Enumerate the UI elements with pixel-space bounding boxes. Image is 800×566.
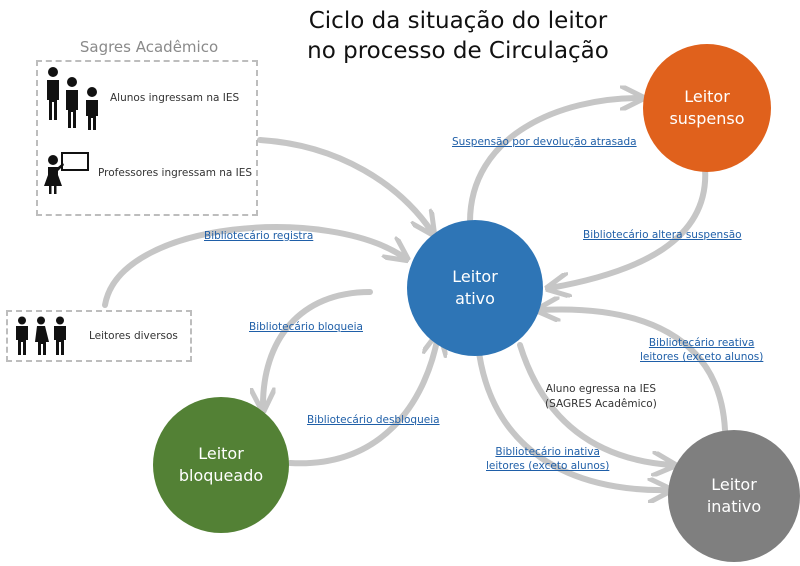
arrow-bloqueado-to-ativo [287, 336, 438, 467]
students-icon [47, 67, 98, 130]
node-leitor-suspenso[interactable]: Leitor suspenso [643, 44, 771, 172]
arrow-ativo-to-inativo-inner [517, 342, 672, 465]
node-leitor-ativo[interactable]: Leitor ativo [407, 220, 543, 356]
link-inativa[interactable]: Bibliotecário inativa leitores (exceto a… [486, 445, 609, 473]
node-ativo-line-1: Leitor [452, 267, 498, 286]
node-ativo-line-2: ativo [455, 289, 495, 308]
note-aluno-egressa: Aluno egressa na IES (SAGRES Acadêmico) [545, 382, 657, 412]
link-reativa[interactable]: Bibliotecário reativa leitores (exceto a… [640, 336, 763, 364]
link-inativa-line-1: Bibliotecário inativa [495, 446, 600, 458]
arrow-ativo-to-suspenso [467, 98, 640, 225]
node-suspenso-line-2: suspenso [669, 109, 745, 128]
arrow-readers-to-ativo [102, 224, 405, 308]
node-leitor-inativo[interactable]: Leitor inativo [668, 430, 800, 562]
professors-label: Professores ingressam na IES [98, 167, 253, 179]
node-bloqueado-line-2: bloqueado [178, 466, 264, 485]
link-reativa-line-2: leitores (exceto alunos) [640, 351, 764, 363]
link-inativa-line-2: leitores (exceto alunos) [486, 460, 610, 472]
link-suspensao-devolucao[interactable]: Suspensão por devolução atrasada [452, 136, 637, 148]
sagres-box [36, 60, 258, 216]
title-line-1: Ciclo da situação do leitor [308, 8, 608, 34]
arrow-ativo-to-bloqueado [263, 289, 373, 408]
link-reativa-line-1: Bibliotecário reativa [648, 337, 755, 349]
diagram-title: Ciclo da situação do leitor no processo … [258, 6, 658, 66]
title-line-2: no processo de Circulação [307, 38, 609, 64]
sagres-box-title: Sagres Acadêmico [79, 38, 219, 56]
link-desbloqueia[interactable]: Bibliotecário desbloqueia [307, 414, 440, 426]
link-registra[interactable]: Bibliotecário registra [204, 230, 314, 242]
note-egressa-line-2: (SAGRES Acadêmico) [545, 398, 657, 410]
note-egressa-line-1: Aluno egressa na IES [545, 383, 657, 395]
link-bloqueia[interactable]: Bibliotecário bloqueia [249, 321, 363, 333]
professor-icon [44, 152, 89, 194]
node-inativo-line-2: inativo [706, 497, 762, 516]
readers-icon [16, 316, 66, 355]
arrow-inativo-to-ativo [540, 309, 728, 433]
arrow-suspenso-to-ativo [550, 165, 709, 288]
node-suspenso-line-1: Leitor [684, 87, 730, 106]
node-inativo-line-1: Leitor [711, 475, 757, 494]
arrow-sagres-to-ativo [257, 137, 432, 232]
link-altera-suspensao[interactable]: Bibliotecário altera suspensão [583, 229, 742, 241]
node-bloqueado-line-1: Leitor [198, 444, 244, 463]
students-label: Alunos ingressam na IES [110, 92, 240, 104]
readers-box [6, 310, 192, 362]
node-leitor-bloqueado[interactable]: Leitor bloqueado [153, 397, 289, 533]
readers-label: Leitores diversos [89, 330, 178, 342]
arrow-ativo-to-inativo-outer [475, 342, 668, 490]
